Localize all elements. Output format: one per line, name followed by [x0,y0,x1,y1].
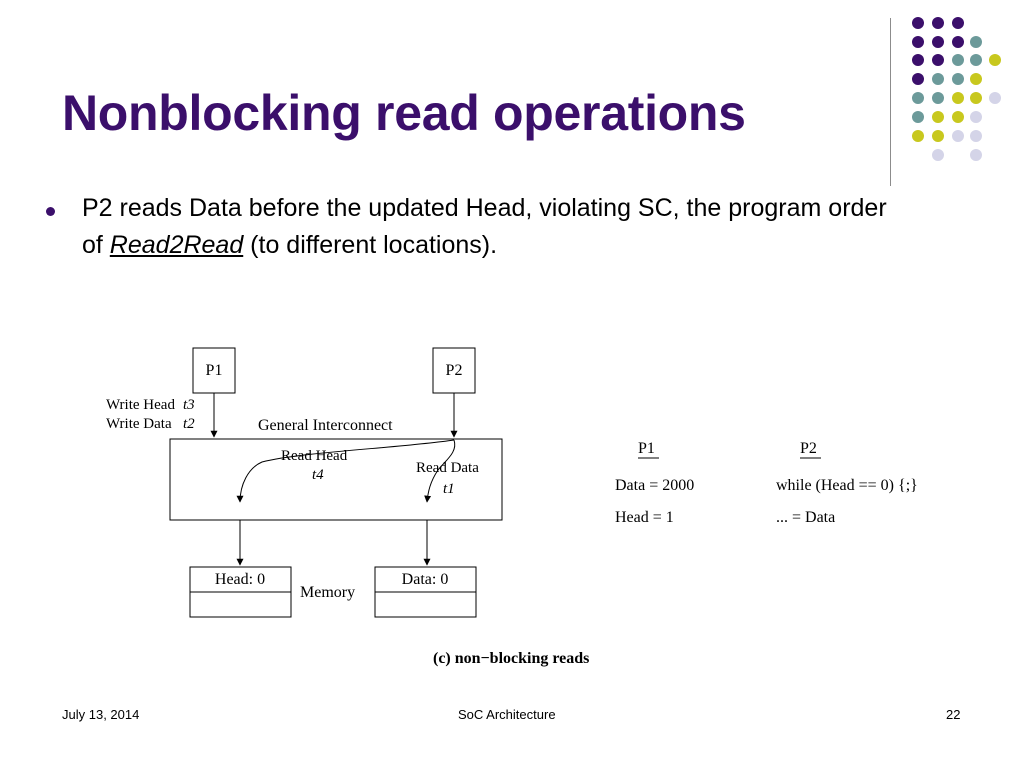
dot [970,73,982,85]
dot [932,54,944,66]
dot [912,92,924,104]
dot [952,17,964,29]
nonblocking-reads-diagram: P1 P2 Write Head t3 Write Data t2 Genera… [106,347,918,667]
dot [952,130,964,142]
read-head-curve [236,439,455,503]
dot [989,92,1001,104]
bullet-text-part1: P2 reads Data before the updated Head, v… [82,194,887,259]
p1-code-header: P1 [638,440,655,457]
read-data-label: Read Data [416,460,479,476]
dot [970,111,982,123]
dot [912,36,924,48]
dot [912,17,924,29]
dot [912,111,924,123]
bullet-text-part2: (to different locations). [243,231,498,259]
read-head-label: Read Head [281,448,348,464]
dot [932,92,944,104]
slide-title: Nonblocking read operations [62,85,746,141]
write-head-time: t3 [183,397,195,413]
p2-code-line: while (Head == 0) {;} [776,477,918,494]
p1-code-line: Head = 1 [615,509,674,526]
bullet-marker [46,207,55,216]
bullet-emphasis: Read2Read [109,231,244,259]
footer-title: SoC Architecture [458,707,556,722]
read-data-time: t1 [443,481,455,497]
dot [970,54,982,66]
title-divider-line [890,18,891,186]
decorative-dot-grid [912,17,1001,161]
dot [912,73,924,85]
read-head-time: t4 [312,467,324,483]
interconnect-box [169,438,503,521]
dot [932,149,944,161]
read-data-curve [424,439,456,503]
dot [932,130,944,142]
page-number: 22 [946,707,961,722]
dot [970,92,982,104]
dot [952,36,964,48]
p2-label: P2 [446,362,463,379]
p1-label: P1 [206,362,223,379]
bullet-text: P2 reads Data before the updated Head, v… [82,190,902,264]
dot [970,36,982,48]
dot [970,130,982,142]
memory-label: Memory [300,584,355,601]
dot [952,73,964,85]
head-cell-value: Head: 0 [215,571,265,588]
dot [932,111,944,123]
dot [932,17,944,29]
data-cell-value: Data: 0 [402,571,449,588]
dot [970,149,982,161]
write-data-label: Write Data [106,416,172,432]
write-data-time: t2 [183,416,195,432]
diagram-caption: (c) non−blocking reads [433,650,589,667]
write-head-label: Write Head [106,397,175,413]
dot [952,92,964,104]
interconnect-label: General Interconnect [258,417,393,434]
dot [952,111,964,123]
dot [912,54,924,66]
dot [912,130,924,142]
dot [932,73,944,85]
dot [932,36,944,48]
dot [952,54,964,66]
p2-code-line: ... = Data [776,509,835,526]
dot [989,54,1001,66]
footer-date: July 13, 2014 [62,707,140,722]
p2-code-header: P2 [800,440,817,457]
p1-code-line: Data = 2000 [615,477,694,494]
